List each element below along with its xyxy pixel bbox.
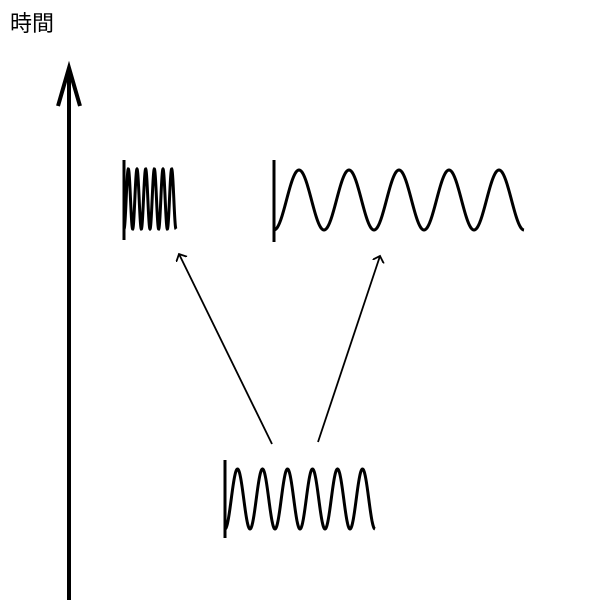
arrow-to-compressed — [179, 254, 273, 445]
time-axis-label: 時間 — [10, 12, 55, 37]
wave-compressed — [122, 160, 178, 240]
wave-stretched-path — [273, 168, 525, 232]
wave-original — [223, 460, 376, 538]
wave-compressed-path — [122, 166, 178, 232]
wave-original-path — [224, 467, 376, 531]
wave-stretched — [272, 160, 525, 242]
time-axis-arrowhead — [56, 60, 82, 107]
arrow-to-stretched — [317, 256, 380, 443]
